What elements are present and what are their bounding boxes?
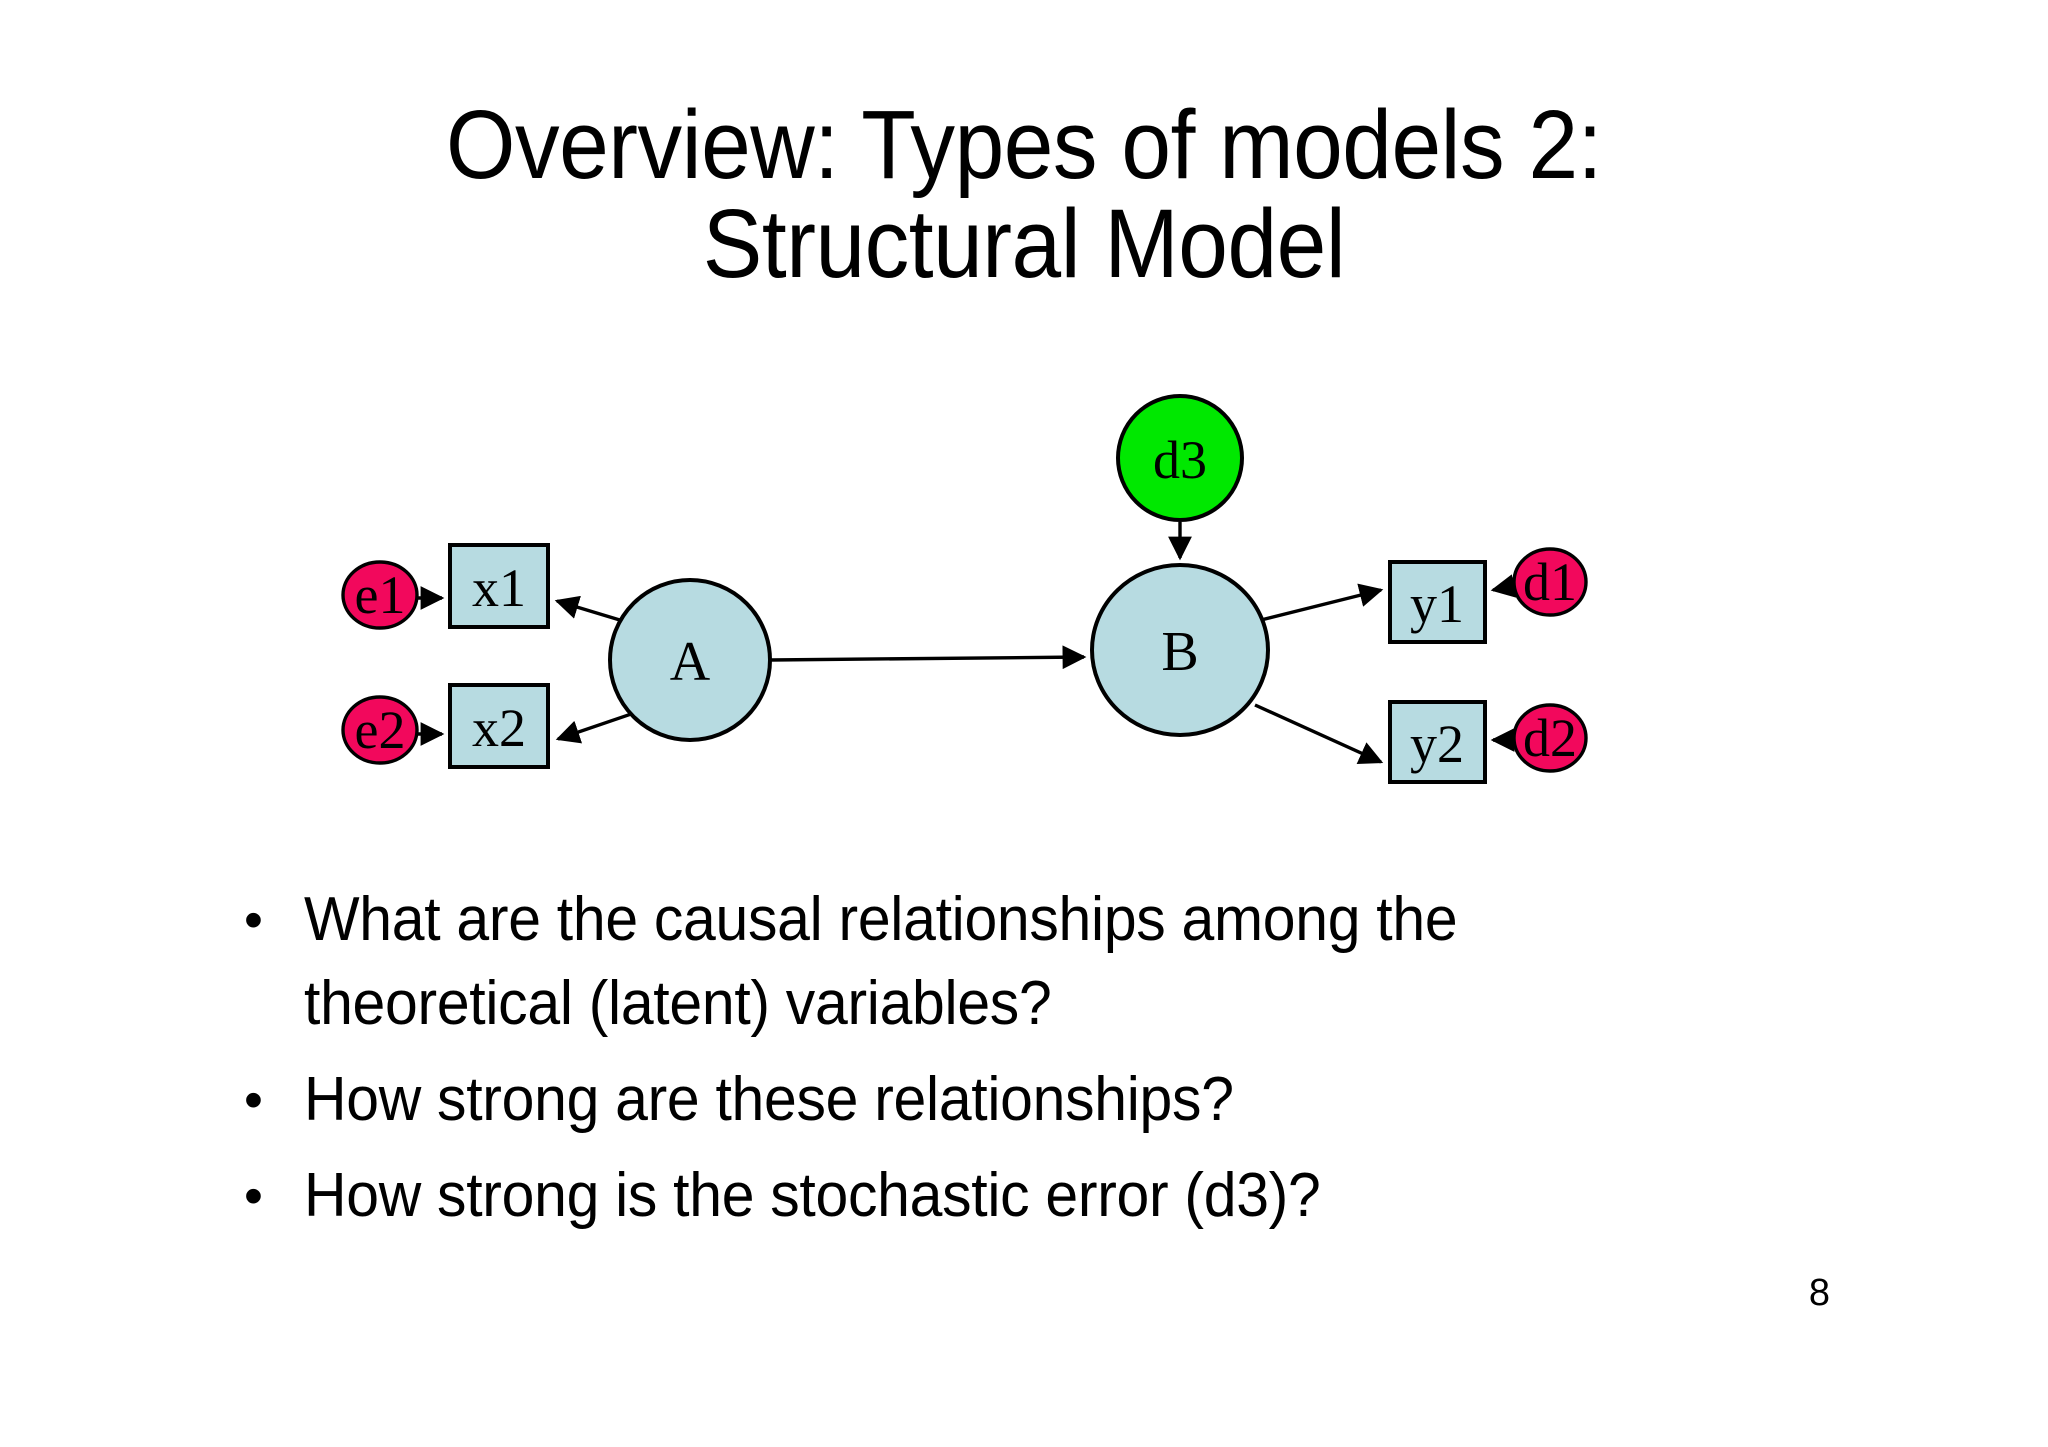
d3-shape (1116, 394, 1244, 522)
bullet-marker-icon: • (244, 1166, 263, 1226)
y1-shape (1388, 560, 1487, 644)
node-x1[interactable]: x1 (448, 543, 550, 629)
title-line-1: Overview: Types of models 2: (445, 90, 1603, 199)
page-number: 8 (1808, 1272, 1830, 1314)
bullet-item-2: • How strong are these relationships? (238, 1058, 1798, 1142)
b-shape (1090, 563, 1270, 737)
node-y1[interactable]: y1 (1388, 560, 1487, 644)
bullet-text-3: How strong is the stochastic error (d3)? (304, 1161, 1321, 1230)
structural-model-diagram: e1 e2 x1 x2 A (300, 390, 1660, 840)
x2-shape (448, 683, 550, 769)
page-title: Overview: Types of models 2: Structural … (160, 90, 1888, 298)
a-label: A (670, 631, 711, 693)
title-line-2: Structural Model (702, 188, 1346, 298)
e1-label: e1 (355, 565, 406, 625)
edge-d1-to-y1 (1490, 574, 1517, 598)
bullet-marker-icon: • (244, 1070, 263, 1130)
node-x2[interactable]: x2 (448, 683, 550, 769)
x1-label: x1 (472, 558, 526, 618)
x2-label: x2 (472, 698, 526, 758)
node-e1[interactable]: e1 (341, 560, 419, 630)
d1-shape (1512, 547, 1588, 617)
e2-label: e2 (355, 700, 406, 760)
node-d2[interactable]: d2 (1512, 703, 1588, 773)
bullet-list: • What are the causal relationships amon… (238, 878, 1798, 1250)
edge-b-to-y1 (1260, 583, 1384, 622)
edge-b-to-y2 (1254, 703, 1384, 765)
edge-layer (418, 522, 1517, 765)
d2-label: d2 (1523, 708, 1577, 768)
node-d1[interactable]: d1 (1512, 547, 1588, 617)
x1-shape (448, 543, 550, 629)
diagram-svg: e1 e2 x1 x2 A (341, 394, 1588, 784)
d3-label: d3 (1153, 430, 1207, 490)
d1-label: d1 (1523, 552, 1577, 612)
e2-shape (341, 695, 419, 765)
bullet-item-3: • How strong is the stochastic error (d3… (238, 1154, 1798, 1238)
d2-shape (1512, 703, 1588, 773)
e1-shape (341, 560, 419, 630)
bullet-item-1: • What are the causal relationships amon… (238, 878, 1798, 1046)
y2-shape (1388, 700, 1487, 784)
y2-label: y2 (1410, 714, 1464, 774)
node-e2[interactable]: e2 (341, 695, 419, 765)
edge-a-to-x2 (555, 709, 641, 744)
node-b[interactable]: B (1090, 563, 1270, 737)
bullet-text-2: How strong are these relationships? (304, 1065, 1234, 1134)
bullet-marker-icon: • (244, 890, 263, 950)
a-shape (608, 578, 772, 742)
b-label: B (1161, 621, 1198, 683)
y1-label: y1 (1410, 574, 1464, 634)
bullet-text-1: What are the causal relationships among … (304, 885, 1458, 1038)
edge-a-to-b (769, 645, 1087, 670)
node-d3[interactable]: d3 (1116, 394, 1244, 522)
node-y2[interactable]: y2 (1388, 700, 1487, 784)
node-a[interactable]: A (608, 578, 772, 742)
